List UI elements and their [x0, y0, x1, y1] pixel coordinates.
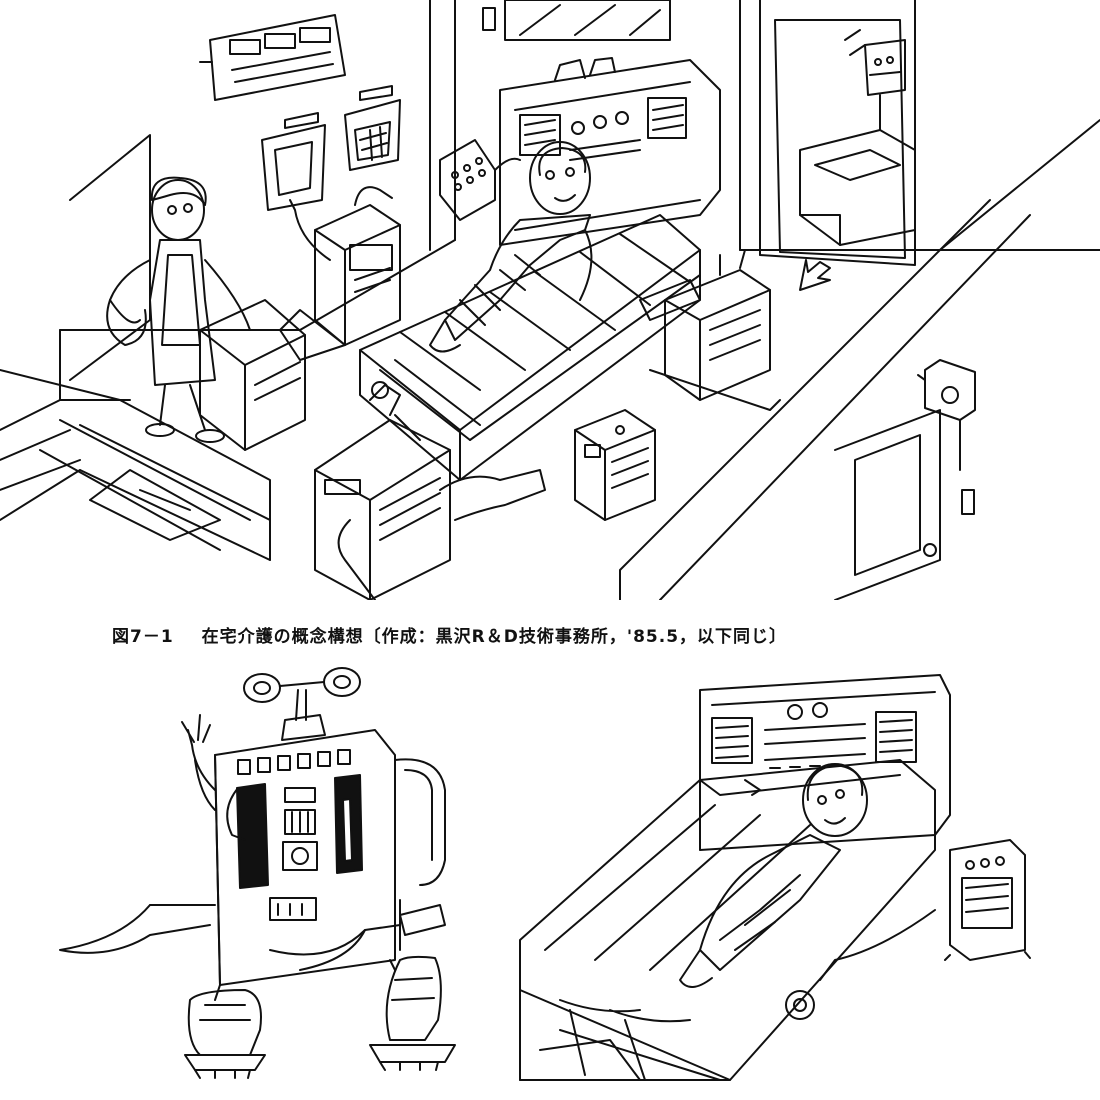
wall-camera [918, 360, 975, 470]
care-robot [60, 668, 455, 1078]
window [483, 0, 670, 40]
right-wall-screen [835, 410, 974, 600]
care-cart [200, 300, 305, 450]
wall-monitors [262, 86, 400, 210]
robot-and-bed-illustrations [0, 660, 1100, 1100]
robotic-bed [360, 58, 720, 480]
home-care-room-illustration [0, 0, 1100, 600]
figure-caption-text: 在宅介護の概念構想〔作成：黒沢R＆D技術事務所，'85.5，以下同じ〕 [201, 626, 788, 647]
floor-arrow [800, 260, 830, 290]
service-robot-top [315, 382, 545, 600]
nurse-figure [107, 178, 250, 442]
figure-number: 図7－1 [112, 626, 174, 647]
figure-caption: 図7－1 在宅介護の概念構想〔作成：黒沢R＆D技術事務所，'85.5，以下同じ〕 [112, 617, 992, 651]
kitchen-counter [0, 425, 270, 560]
suction-machine [280, 187, 400, 360]
patient-figure [430, 142, 591, 352]
portable-controller [575, 410, 655, 520]
wall-control-panel [200, 15, 345, 100]
toilet-room [775, 20, 915, 258]
robotic-bed-detail [520, 675, 1030, 1080]
bedside-unit [640, 250, 780, 410]
bed-keypad [440, 140, 520, 220]
